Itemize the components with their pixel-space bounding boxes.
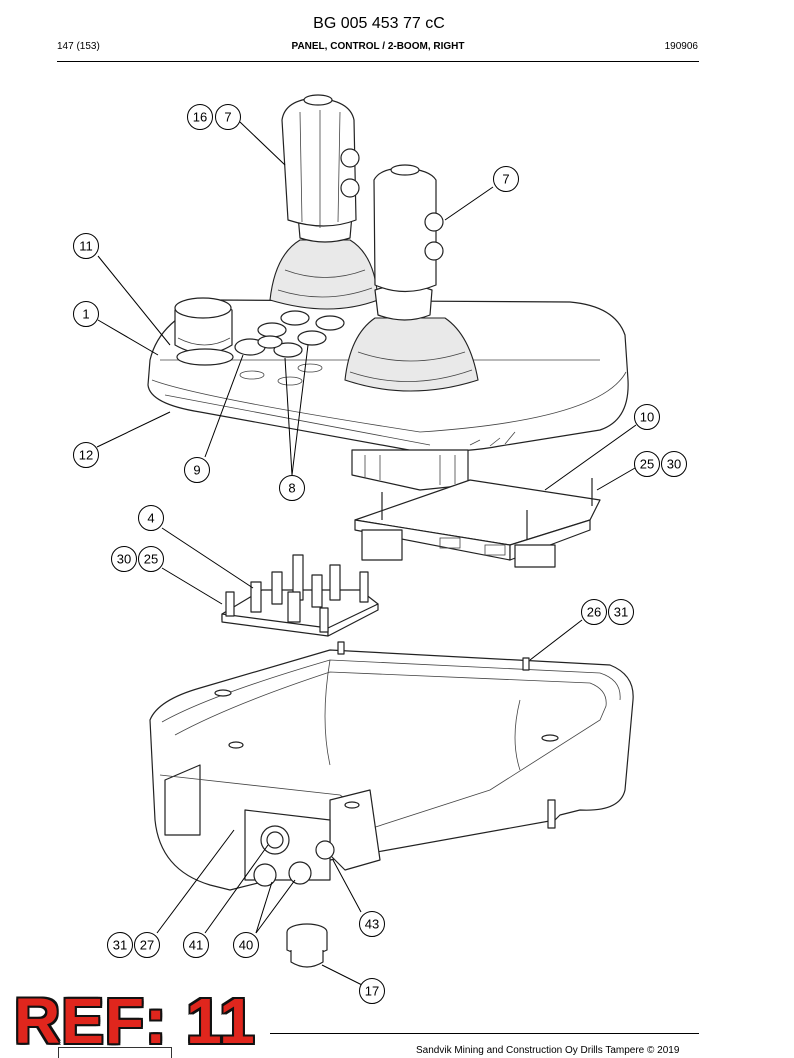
document-title: BG 005 453 77 cC xyxy=(313,15,445,32)
header-rule xyxy=(57,61,699,62)
callout-16: 16 xyxy=(187,104,213,130)
button-board xyxy=(221,554,379,637)
svg-text:8: 8 xyxy=(288,481,295,496)
callout-25: 25 xyxy=(634,451,660,477)
callout-11: 11 xyxy=(73,233,99,259)
callout-27: 27 xyxy=(134,932,160,958)
date-code: 190906 xyxy=(664,41,698,52)
ref-label: REF: 11 xyxy=(14,985,256,1057)
svg-text:9: 9 xyxy=(193,463,200,478)
callout-10: 10 xyxy=(634,404,660,430)
svg-text:41: 41 xyxy=(189,938,203,953)
footer-rule xyxy=(270,1033,699,1034)
svg-text:30: 30 xyxy=(117,552,131,567)
page-number: 147 (153) xyxy=(57,41,100,52)
svg-text:16: 16 xyxy=(193,110,207,125)
section-title: PANEL, CONTROL / 2-BOOM, RIGHT xyxy=(291,41,465,52)
callout-1: 1 xyxy=(73,301,99,327)
emergency-stop-button xyxy=(174,297,234,366)
callout-9: 9 xyxy=(184,457,210,483)
svg-text:25: 25 xyxy=(144,552,158,567)
callout-43: 43 xyxy=(359,911,385,937)
push-buttons xyxy=(234,310,345,358)
svg-text:12: 12 xyxy=(79,448,93,463)
callout-31: 31 xyxy=(107,932,133,958)
svg-text:26: 26 xyxy=(587,605,601,620)
callout-7: 7 xyxy=(215,104,241,130)
footer-copyright: Sandvik Mining and Construction Oy Drill… xyxy=(416,1045,680,1056)
svg-text:31: 31 xyxy=(614,605,628,620)
callout-26: 26 xyxy=(581,599,607,625)
leader-lines xyxy=(96,121,637,986)
callout-12: 12 xyxy=(73,442,99,468)
callout-30: 30 xyxy=(661,451,687,477)
cable-plug xyxy=(286,923,328,968)
svg-text:25: 25 xyxy=(640,457,654,472)
callout-17: 17 xyxy=(359,978,385,1004)
callout-8: 8 xyxy=(279,475,305,501)
callout-30: 30 xyxy=(111,546,137,572)
callout-7: 7 xyxy=(493,166,519,192)
right-joystick xyxy=(344,164,479,392)
left-joystick xyxy=(269,94,379,310)
svg-text:40: 40 xyxy=(239,938,253,953)
svg-text:27: 27 xyxy=(140,938,154,953)
callout-31: 31 xyxy=(608,599,634,625)
svg-text:30: 30 xyxy=(667,457,681,472)
callout-40: 40 xyxy=(233,932,259,958)
lower-housing xyxy=(149,641,634,891)
svg-text:1: 1 xyxy=(82,307,89,322)
connector-block xyxy=(351,449,469,491)
circuit-board xyxy=(354,478,601,568)
callout-25: 25 xyxy=(138,546,164,572)
svg-text:17: 17 xyxy=(365,984,379,999)
svg-text:7: 7 xyxy=(502,172,509,187)
svg-text:31: 31 xyxy=(113,938,127,953)
callout-4: 4 xyxy=(138,505,164,531)
svg-text:7: 7 xyxy=(224,110,231,125)
svg-text:11: 11 xyxy=(79,239,93,254)
svg-text:10: 10 xyxy=(640,410,654,425)
svg-text:43: 43 xyxy=(365,917,379,932)
callout-41: 41 xyxy=(183,932,209,958)
svg-text:4: 4 xyxy=(147,511,154,526)
